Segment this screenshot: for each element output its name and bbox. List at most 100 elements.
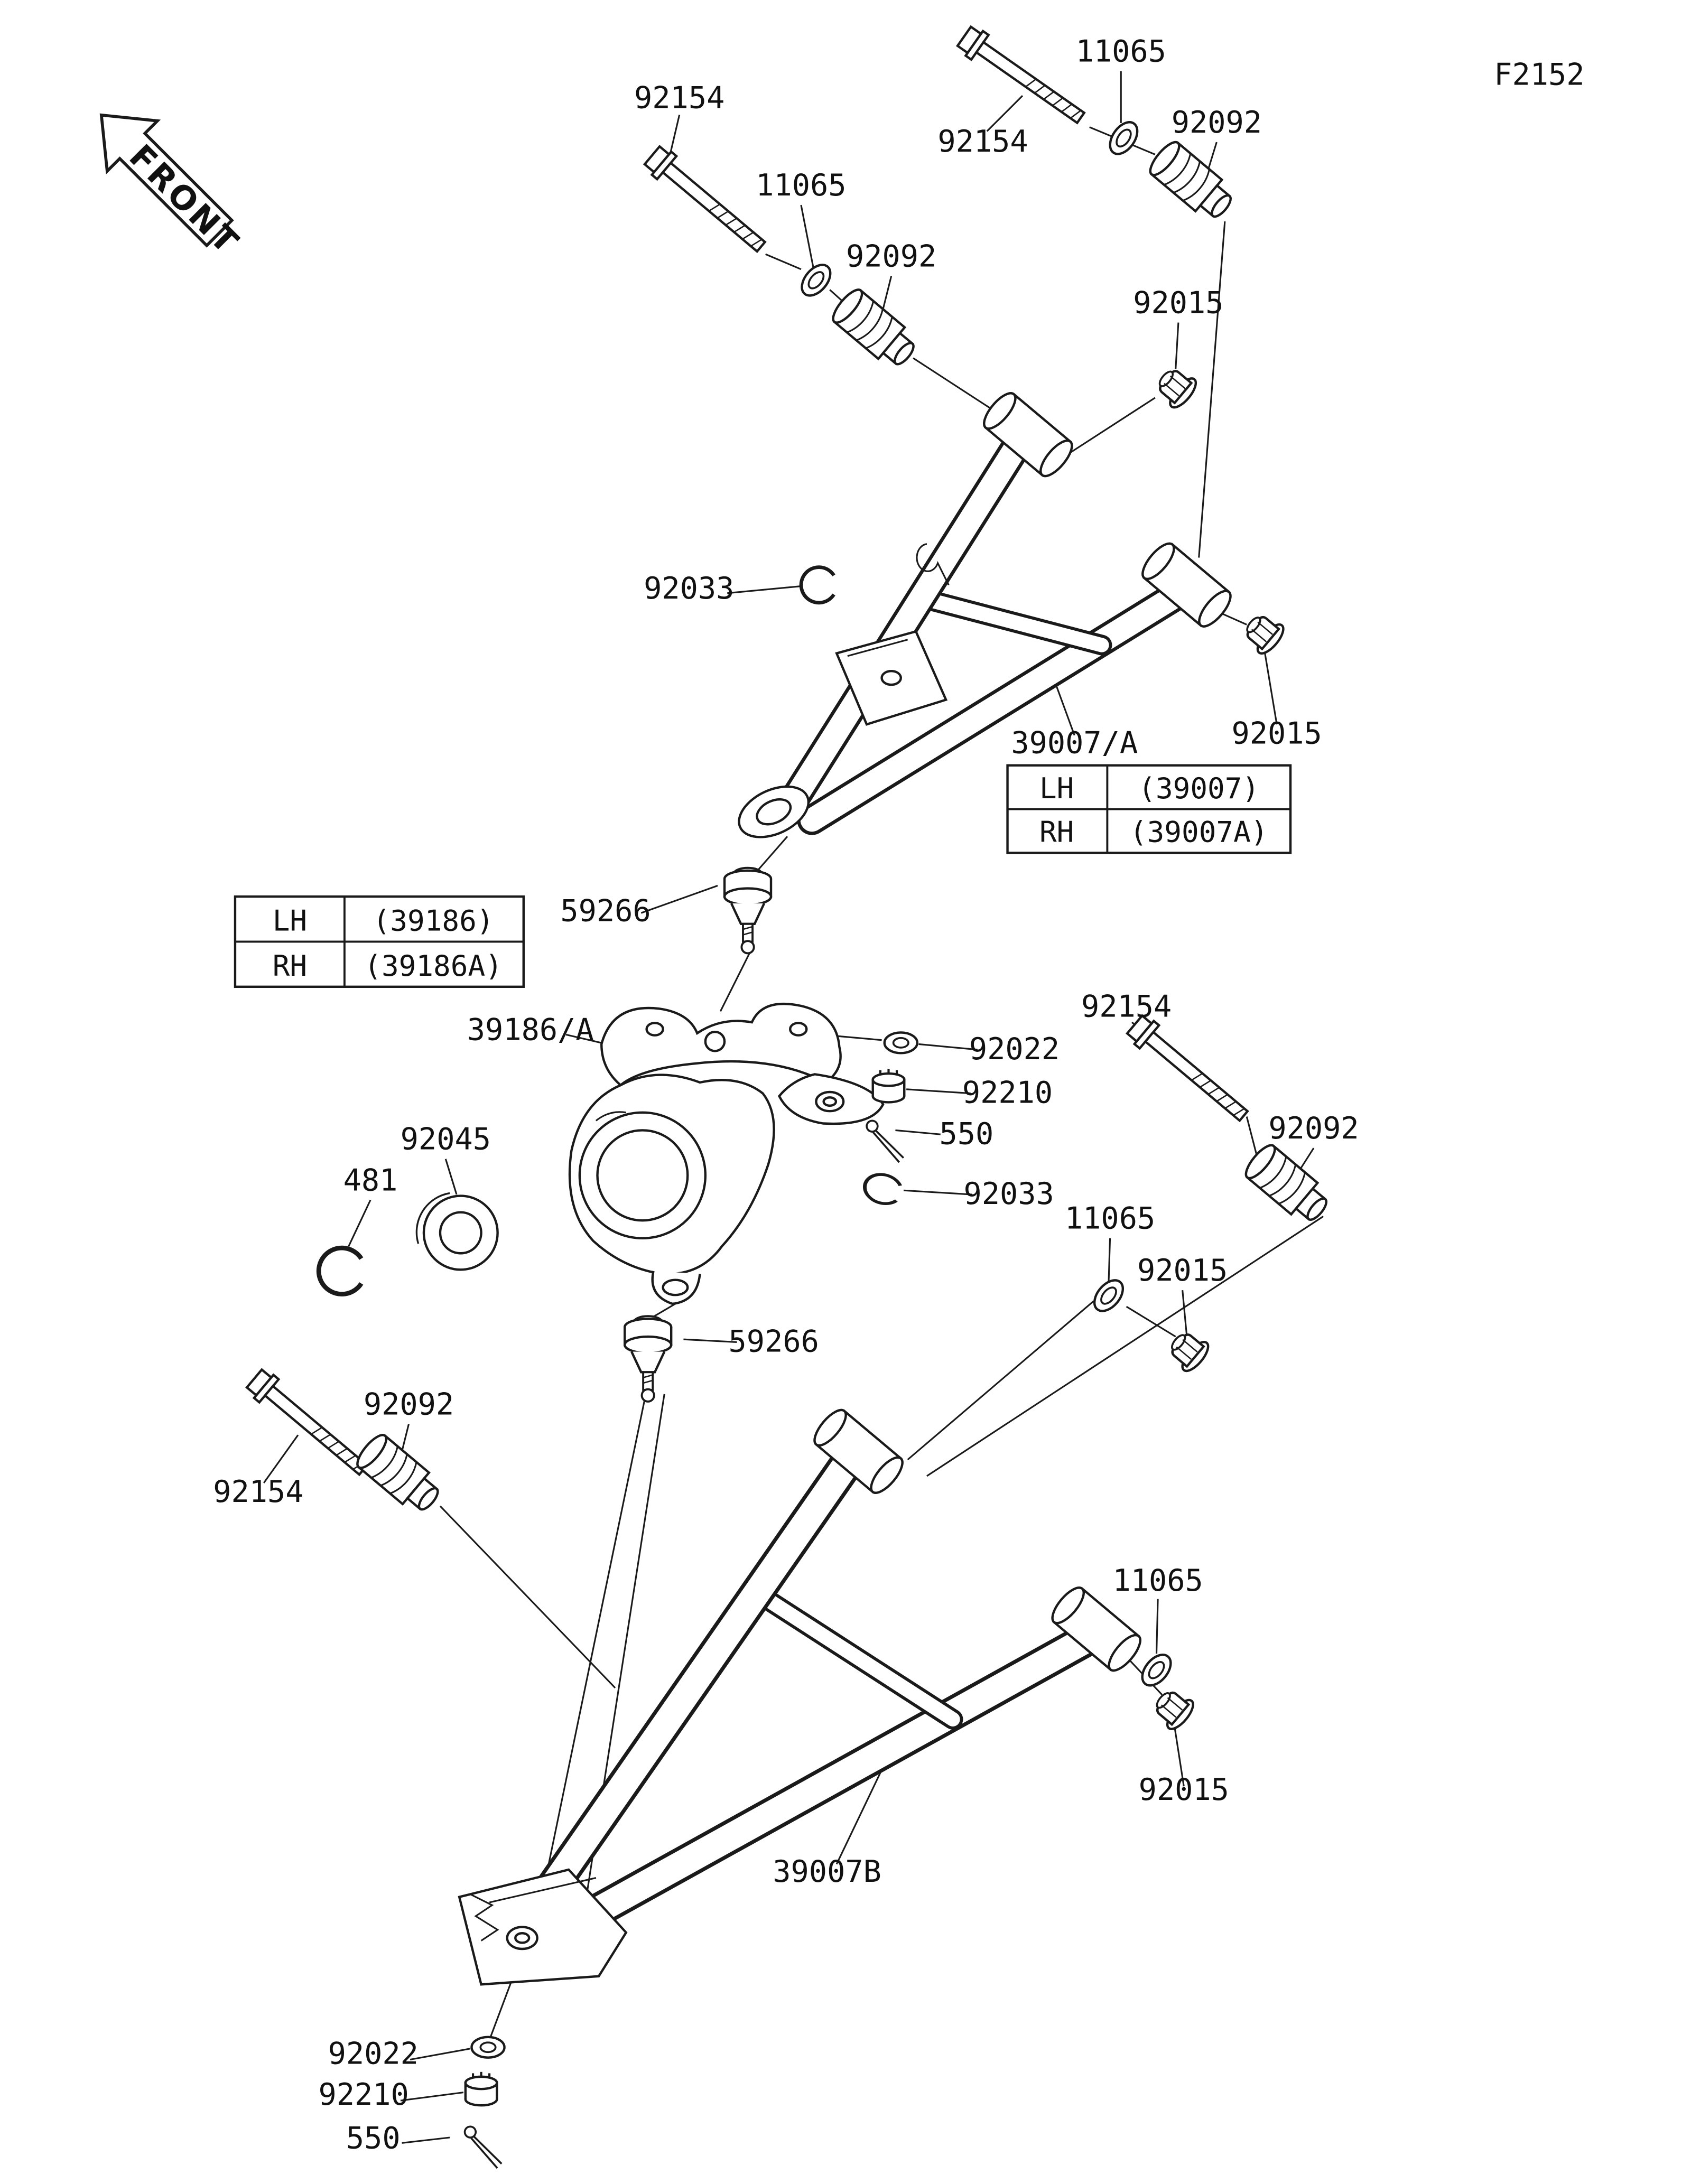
arm-tube <box>800 584 1187 832</box>
callout-11065: 11065 <box>1065 1201 1155 1236</box>
leader-line <box>727 585 800 594</box>
wire-clip <box>916 543 950 585</box>
variant-table-upper-arm: LH (39007) RH (39007A) <box>1006 764 1292 854</box>
callout-92154: 92154 <box>937 124 1028 159</box>
callout-550: 550 <box>346 2121 401 2156</box>
callout-92154: 92154 <box>634 80 724 115</box>
leader-line <box>1182 1290 1187 1334</box>
callout-11065: 11065 <box>1076 34 1166 69</box>
leader-line <box>410 2048 471 2061</box>
leader-line <box>400 2092 464 2102</box>
yoke-center-hole <box>704 1030 726 1052</box>
callout-39186A: 39186/A <box>467 1013 594 1048</box>
ball-joint-59266 <box>625 1316 671 1402</box>
yoke-hole <box>645 1022 664 1037</box>
washer-92022 <box>885 1032 917 1053</box>
assembly-line <box>439 1505 616 1688</box>
hub-bore-inner <box>596 1129 689 1222</box>
callout-11065: 11065 <box>1112 1563 1203 1598</box>
castle-nut-92210 <box>466 2072 497 2105</box>
assembly-lines <box>439 126 1324 2037</box>
mount-plate-hole-inner <box>514 1932 531 1944</box>
callout-92015: 92015 <box>1232 716 1322 751</box>
leader-line <box>683 1338 737 1343</box>
callout-481: 481 <box>343 1163 398 1198</box>
bracket-detail <box>847 639 908 657</box>
leader-line <box>402 2136 450 2144</box>
callout-39007B: 39007B <box>773 1854 881 1889</box>
front-arrow-shape <box>99 113 234 248</box>
leader-line <box>1175 322 1179 369</box>
nut-92015 <box>1149 1684 1197 1733</box>
callout-39007A: 39007/A <box>1011 725 1138 760</box>
leader-line <box>1053 679 1075 736</box>
leader-line <box>835 1769 882 1865</box>
callout-labels: 11065 92154 92154 92092 11065 92092 9201… <box>213 34 1359 2155</box>
callout-92033: 92033 <box>644 571 734 606</box>
callout-92092: 92092 <box>364 1387 454 1422</box>
figure-code: F2152 <box>1494 57 1584 92</box>
cotter-pin-550 <box>456 2124 511 2170</box>
leader-line <box>906 1088 971 1095</box>
arm-cross-tube <box>917 591 1109 652</box>
assembly-line <box>1198 221 1226 558</box>
table-cell-rh: RH <box>1039 816 1074 849</box>
washer-11065 <box>1089 1275 1129 1316</box>
table-cell-lh-part: (39186) <box>373 904 494 938</box>
bracket-hole <box>880 670 902 686</box>
steering-knuckle <box>568 1002 885 1305</box>
callout-92154: 92154 <box>213 1474 303 1509</box>
assembly-line <box>926 1216 1324 1477</box>
leader-line <box>1173 1724 1185 1787</box>
table-cell-lh-part: (39007) <box>1138 772 1259 805</box>
callout-92022: 92022 <box>328 2036 419 2071</box>
assembly-line <box>758 836 788 870</box>
callout-92092: 92092 <box>1268 1111 1359 1146</box>
variant-table-knuckle: LH (39186) RH (39186A) <box>234 895 525 988</box>
leader-line <box>640 884 718 914</box>
assembly-line <box>1062 397 1156 459</box>
callout-11065: 11065 <box>756 168 846 203</box>
leader-line <box>986 95 1024 132</box>
table-cell-rh: RH <box>273 949 307 983</box>
assembly-line <box>652 1303 676 1319</box>
callout-92015: 92015 <box>1133 285 1223 320</box>
arm-tube <box>779 434 1029 816</box>
front-arrow-label: FRONT <box>122 137 248 263</box>
leader-line <box>565 1033 607 1045</box>
assembly-line <box>765 253 802 270</box>
bushing-92092 <box>829 286 922 373</box>
bolt-92154 <box>1125 1013 1253 1128</box>
mount-plate-detail <box>489 1877 597 1903</box>
front-arrow: FRONT <box>99 113 248 263</box>
nut-92015 <box>1239 609 1288 657</box>
assembly-line <box>540 1396 646 1900</box>
arm-tube <box>550 1627 1099 1943</box>
callout-92210: 92210 <box>962 1076 1053 1110</box>
arm-cross-tube <box>748 1585 960 1726</box>
washer-11065 <box>796 259 836 301</box>
bushing-92092 <box>353 1431 446 1518</box>
assembly-line <box>907 1300 1094 1461</box>
callout-92015: 92015 <box>1137 1253 1228 1288</box>
leader-line <box>903 1189 972 1196</box>
arm-tube <box>522 1449 861 1924</box>
bushing-92092 <box>1146 138 1239 225</box>
bearing-92045 <box>416 1193 497 1270</box>
bolt-92154 <box>955 24 1089 130</box>
assembly-line <box>913 357 996 413</box>
callout-59266: 59266 <box>560 894 651 929</box>
table-cell-rh-part: (39007A) <box>1130 816 1268 849</box>
cotter-pin-550 <box>858 1118 913 1164</box>
leader-line <box>1263 650 1278 725</box>
leader-line <box>895 1129 941 1135</box>
balljoint-cup <box>738 785 810 838</box>
table-cell-rh-part: (39186A) <box>364 949 503 983</box>
ball-joint-59266 <box>724 868 771 954</box>
circlip-92033 <box>801 567 834 603</box>
callout-92154: 92154 <box>1081 990 1172 1024</box>
assembly-line <box>829 289 844 303</box>
callout-550: 550 <box>940 1116 994 1151</box>
assembly-line <box>1126 1305 1176 1338</box>
